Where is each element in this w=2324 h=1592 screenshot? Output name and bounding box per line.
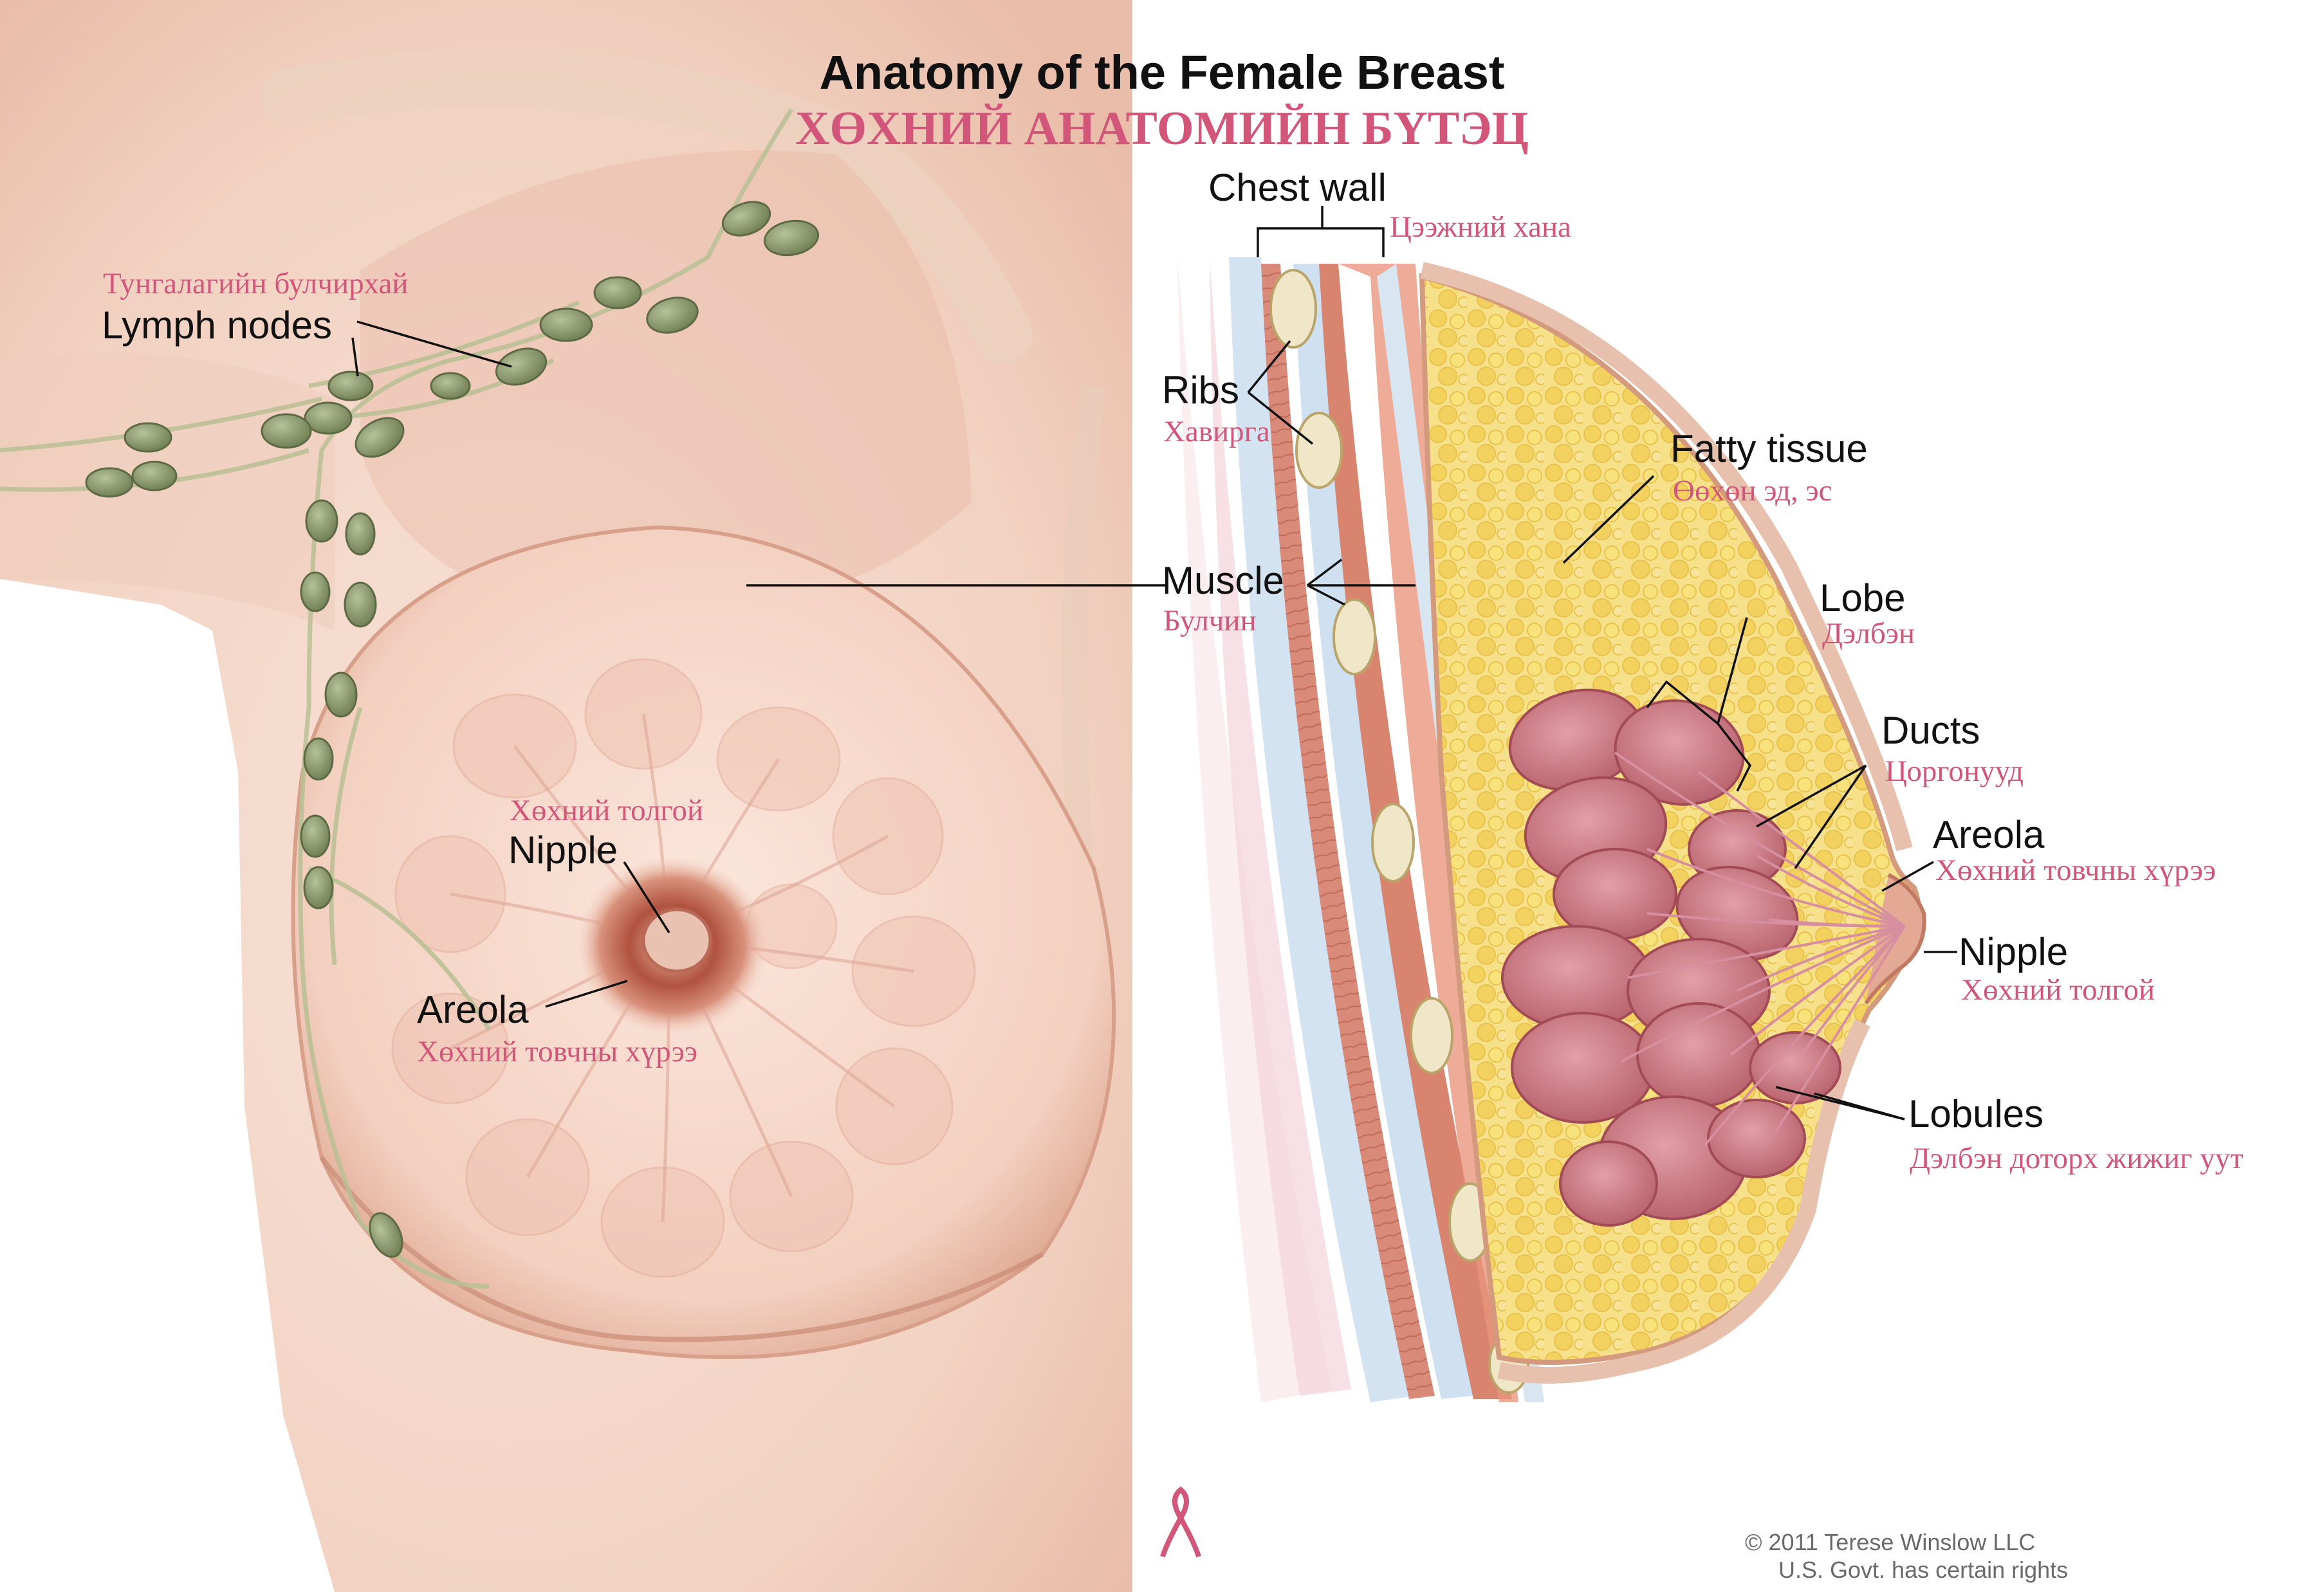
front-nipple	[641, 908, 712, 973]
fatty-tissue-label-mn: Өөхөн эд, эс	[1673, 474, 1832, 508]
nipple-side-label: Nipple	[1959, 930, 2069, 973]
lobules-label: Lobules	[1908, 1092, 2044, 1135]
areola-front-label-mn: Хөхний товчны хүрээ	[417, 1035, 698, 1068]
fatty-tissue-label: Fatty tissue	[1670, 427, 1868, 470]
leader-lines	[351, 206, 1957, 1121]
ribs-label-mn: Хавирга	[1163, 415, 1270, 448]
areola-front-label: Areola	[417, 988, 529, 1031]
lobules-label-mn: Дэлбэн доторх жижиг уут	[1910, 1142, 2244, 1175]
front-view-breast	[291, 525, 1116, 1359]
nipple-front-label: Nipple	[508, 828, 618, 872]
lobe-label-mn: Дэлбэн	[1822, 617, 1915, 650]
muscle-label: Muscle	[1162, 559, 1285, 602]
copyright-line: © 2011 Terese Winslow LLC	[1745, 1529, 2036, 1555]
lymph-nodes-label-mn: Тунгалагийн булчирхай	[103, 267, 409, 300]
areola-side-label: Areola	[1933, 813, 2045, 856]
ducts-label-mn: Цоргонууд	[1885, 755, 2024, 788]
page-title: Anatomy of the Female Breast	[819, 46, 1505, 99]
side-view-cross-section	[1139, 0, 2324, 1592]
pink-ribbon-logo	[1160, 1486, 1201, 1558]
lymph-nodes-label: Lymph nodes	[102, 304, 333, 347]
chest-wall-label-mn: Цээжний хана	[1390, 210, 1571, 244]
rights-line: U.S. Govt. has certain rights	[1778, 1557, 2069, 1583]
ducts-label: Ducts	[1881, 709, 1980, 752]
lymph-nodes-chain	[0, 108, 820, 1289]
page-subtitle: ХӨХНИЙ АНАТОМИЙН БҮТЭЦ	[795, 102, 1529, 155]
ribs-label: Ribs	[1162, 369, 1240, 412]
chest-wall-label: Chest wall	[1208, 166, 1387, 209]
lobe-label: Lobe	[1820, 576, 1906, 619]
muscle-label-mn: Булчин	[1163, 604, 1257, 637]
nipple-front-label-mn: Хөхний толгой	[510, 794, 704, 827]
nipple-side-label-mn: Хөхний толгой	[1961, 973, 2155, 1007]
areola-side-label-mn: Хөхний товчны хүрээ	[1935, 854, 2217, 887]
